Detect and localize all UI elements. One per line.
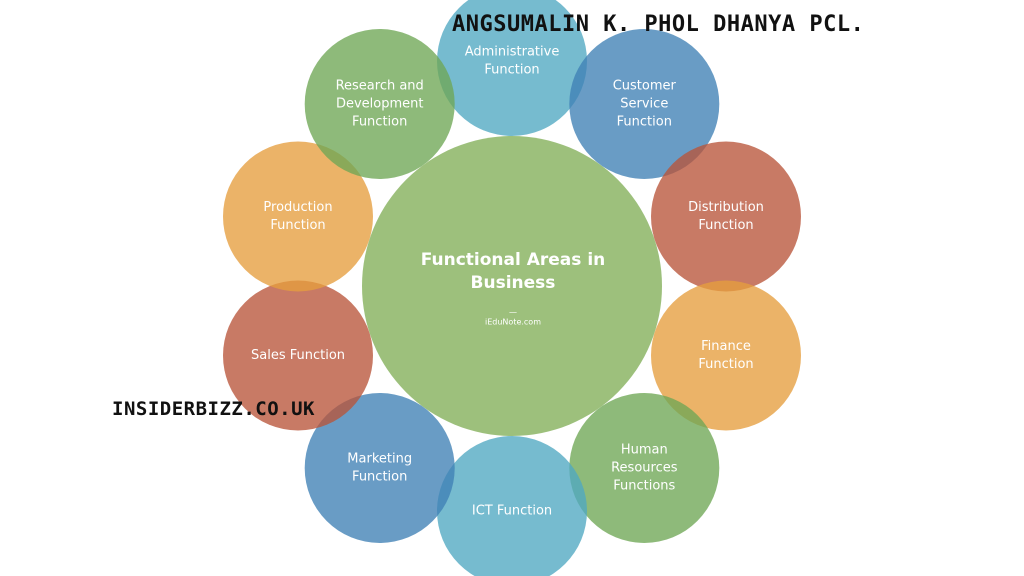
node-circle-human-resources: [569, 393, 720, 543]
node-circle-finance: [651, 280, 801, 431]
node-label-administrative-2: Function: [484, 63, 539, 78]
node-circle-sales: [223, 280, 373, 431]
node-label-marketing-1: Marketing: [347, 452, 412, 467]
top-watermark: ANGSUMALIN K. PHOL DHANYA PCL.: [452, 12, 865, 37]
node-circle-ict: [437, 436, 587, 576]
node-label-production-1: Production: [263, 200, 332, 215]
node-circle-customer-service: [569, 29, 720, 179]
node-label-human-resources-3: Functions: [613, 479, 675, 494]
center-title-line-1: Functional Areas in: [421, 250, 606, 270]
node-label-sales-1: Sales Function: [251, 348, 345, 363]
node-circle-marketing: [304, 393, 455, 543]
node-label-distribution-1: Distribution: [688, 200, 764, 215]
node-circle-administrative: [437, 0, 587, 136]
node-label-research-1: Research and: [336, 79, 424, 94]
left-watermark: INSIDERBIZZ.CO.UK: [112, 398, 315, 420]
node-circle-production: [223, 141, 373, 292]
node-label-finance-1: Finance: [701, 339, 751, 354]
node-label-human-resources-2: Resources: [611, 461, 678, 476]
function-nodes: AdministrativeFunctionCustomerServiceFun…: [223, 0, 801, 576]
node-ict: ICT Function: [437, 436, 587, 576]
center-circle: [362, 136, 662, 436]
node-label-administrative-1: Administrative: [465, 45, 560, 60]
node-circle-research: [304, 29, 455, 179]
node-label-ict-1: ICT Function: [472, 504, 552, 519]
center-text: Functional Areas in Business — iEduNote.…: [421, 250, 606, 327]
center-mark: —: [509, 308, 517, 317]
node-label-production-2: Function: [270, 218, 325, 233]
node-sales: Sales Function: [223, 280, 373, 431]
node-label-research-2: Development: [336, 97, 424, 112]
node-label-customer-service-1: Customer: [613, 79, 677, 94]
center-circle-group: [362, 136, 662, 436]
node-label-distribution-2: Function: [698, 218, 753, 233]
node-label-customer-service-2: Service: [620, 97, 668, 112]
node-label-human-resources-1: Human: [621, 443, 668, 458]
node-label-customer-service-3: Function: [617, 115, 672, 130]
node-label-marketing-2: Function: [352, 470, 407, 485]
node-label-finance-2: Function: [698, 357, 753, 372]
node-circle-distribution: [651, 141, 801, 292]
node-label-research-3: Function: [352, 115, 407, 130]
center-credit: iEduNote.com: [485, 318, 541, 327]
center-title-line-2: Business: [471, 273, 556, 293]
